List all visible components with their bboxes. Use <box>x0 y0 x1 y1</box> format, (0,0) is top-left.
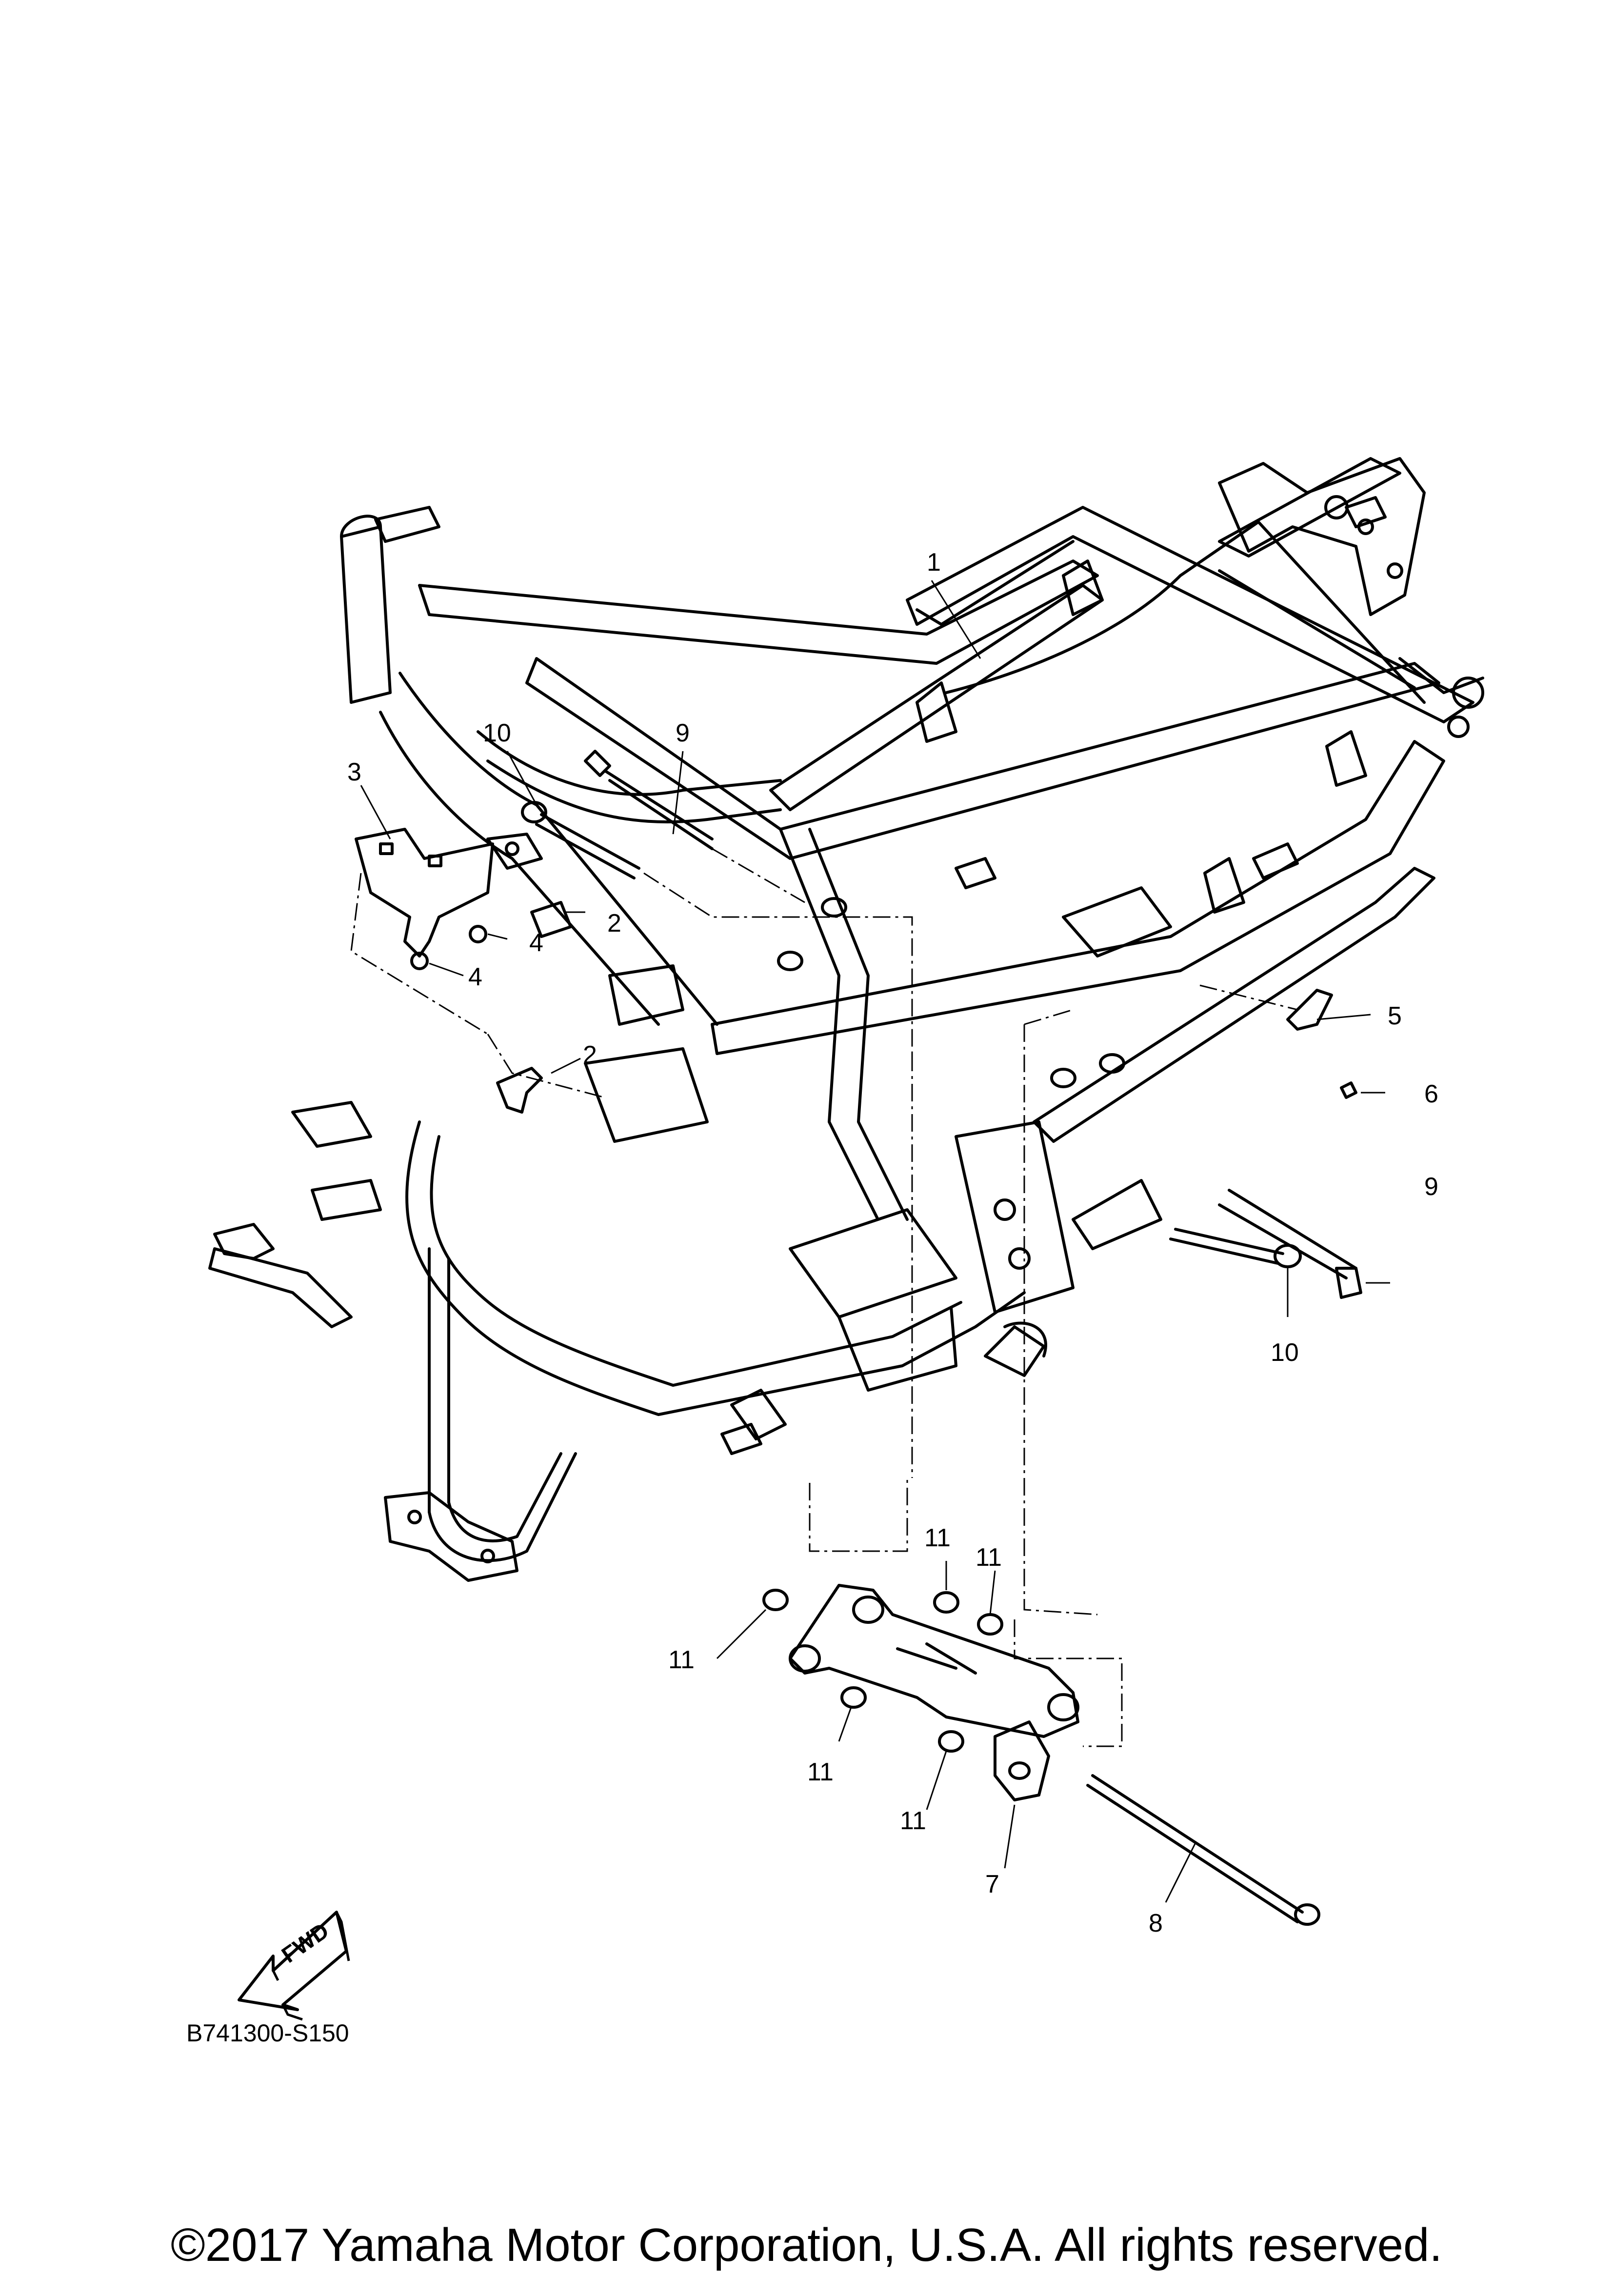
nut-part-11-b <box>933 1591 959 1614</box>
callout-8: 8 <box>1149 1909 1163 1937</box>
callout-4b: 4 <box>468 963 482 991</box>
callout-5: 5 <box>1388 1002 1402 1030</box>
callout-11e: 11 <box>900 1807 926 1835</box>
fwd-arrow-icon: FWD <box>238 1911 350 2021</box>
callout-9a: 9 <box>676 719 690 747</box>
nut-part-4-lower <box>410 952 429 970</box>
callout-3: 3 <box>347 758 361 786</box>
callout-11b: 11 <box>976 1543 1002 1572</box>
main-frame <box>208 457 1484 1582</box>
clip-part-2-upper <box>530 901 572 938</box>
engine-hanger-link <box>789 1584 1079 1738</box>
bracket-part-3 <box>355 828 543 958</box>
bolt-part-9-upper <box>584 750 714 850</box>
callout-1: 1 <box>927 548 941 577</box>
callout-11a: 11 <box>924 1524 951 1552</box>
reference-lines <box>350 848 1298 1747</box>
clip-part-2-lower <box>496 1067 543 1114</box>
callout-2a: 2 <box>607 909 621 938</box>
diagram-code: B741300-S150 <box>186 2019 349 2047</box>
leader-lines <box>360 580 1390 1903</box>
clip-part-5 <box>1286 989 1333 1031</box>
callout-6: 6 <box>1424 1080 1438 1108</box>
callout-4a: 4 <box>529 929 543 957</box>
collar-part-11-e <box>938 1730 964 1753</box>
collar-part-11-c <box>977 1613 1003 1636</box>
callout-11d: 11 <box>807 1758 834 1786</box>
callout-7: 7 <box>985 1870 999 1898</box>
nut-part-4-upper <box>469 925 487 943</box>
bolt-part-8 <box>1086 1774 1320 1926</box>
collar-part-11-a <box>762 1589 789 1611</box>
bolt-part-10-lower <box>1169 1228 1302 1268</box>
callout-10b: 10 <box>1271 1338 1299 1367</box>
bracket-part-7 <box>994 1720 1050 1801</box>
callout-2b: 2 <box>583 1041 597 1069</box>
bolt-part-10-upper <box>521 801 640 879</box>
bolt-part-9-lower <box>1218 1189 1362 1299</box>
callout-11c: 11 <box>668 1646 695 1674</box>
callout-10a: 10 <box>483 719 511 747</box>
copyright-notice: ©2017 Yamaha Motor Corporation, U.S.A. A… <box>170 2219 1443 2271</box>
nut-part-11-d <box>840 1686 867 1709</box>
callout-9b: 9 <box>1424 1173 1438 1201</box>
screw-part-6 <box>1340 1081 1357 1099</box>
